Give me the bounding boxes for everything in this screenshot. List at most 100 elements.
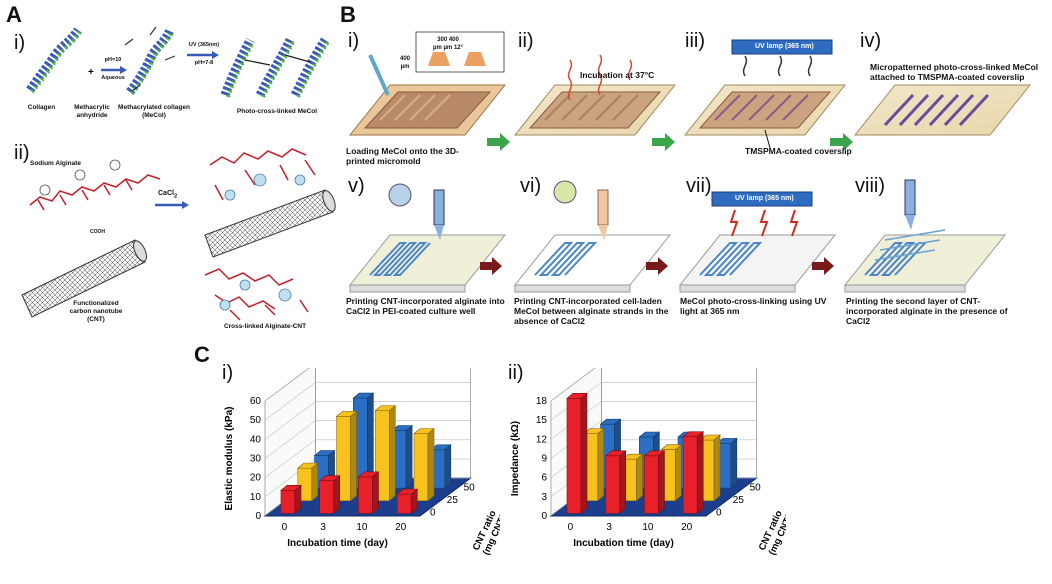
depth-tick-label: 25 bbox=[447, 495, 459, 506]
x-tick-label: 10 bbox=[356, 522, 368, 533]
bar bbox=[280, 484, 302, 514]
bar bbox=[318, 475, 341, 514]
bar-front bbox=[280, 490, 296, 514]
grid-line bbox=[264, 439, 316, 478]
y-tick-label: 30 bbox=[250, 454, 262, 465]
bar-top bbox=[280, 485, 302, 491]
bar-side bbox=[636, 453, 643, 502]
label-sodium-alginate: Sodium Alginate bbox=[30, 160, 82, 167]
y-tick-label: 18 bbox=[536, 396, 548, 407]
label-mecol: Methacrylated collagen (MeCol) bbox=[118, 104, 190, 119]
label-methacrylic-anhydride: Methacrylic anhydride bbox=[74, 104, 110, 119]
bar-top bbox=[357, 471, 380, 478]
x-tick-label: 10 bbox=[642, 522, 654, 533]
bar bbox=[396, 488, 419, 514]
bar-top bbox=[296, 462, 319, 469]
bar-top bbox=[374, 405, 397, 411]
bar-top bbox=[391, 425, 413, 431]
y-tick-label: 50 bbox=[250, 415, 262, 426]
x-tick-label: 0 bbox=[568, 522, 574, 533]
bar-front bbox=[682, 436, 698, 514]
cond-ph10: pH=10 bbox=[104, 57, 122, 63]
bar-side bbox=[444, 444, 452, 489]
y-tick-label: 40 bbox=[250, 434, 262, 445]
b-step-1-label: i) bbox=[348, 30, 360, 52]
grid-line bbox=[264, 368, 310, 402]
b-vii-uv-photo bbox=[678, 191, 837, 293]
x-tick-label: 3 bbox=[320, 522, 326, 533]
bar-front bbox=[644, 455, 659, 514]
label-collagen: Collagen bbox=[27, 104, 56, 111]
bar-side bbox=[580, 392, 588, 514]
bar-top bbox=[313, 450, 336, 456]
bar-top bbox=[352, 392, 375, 399]
panel-letter-a: A bbox=[6, 2, 22, 27]
chart-1-label: i) bbox=[222, 362, 234, 384]
crosslinked-alginate-network bbox=[204, 148, 316, 321]
bar-top bbox=[335, 411, 358, 417]
bar bbox=[429, 444, 452, 489]
arrow-b4 bbox=[480, 257, 502, 275]
x-tick-label: 3 bbox=[606, 522, 612, 533]
y-tick-label: 15 bbox=[536, 415, 548, 426]
b-step-5-caption: Printing CNT-incorporated alginate into … bbox=[346, 296, 505, 316]
b-iii-uv-crosslink bbox=[683, 39, 847, 149]
b-step-7-lamp: UV lamp (365 nm) bbox=[735, 195, 794, 202]
y-axis-label: Impedance (kΩ) bbox=[510, 421, 521, 496]
b-v-print-alginate bbox=[348, 183, 507, 293]
b-step-2-label: ii) bbox=[518, 30, 534, 52]
depth-tick-label: 50 bbox=[464, 482, 476, 493]
b-ii-incubation bbox=[513, 54, 677, 136]
bar bbox=[357, 471, 380, 514]
b-vi-print-mecol bbox=[513, 180, 672, 293]
bar-side bbox=[333, 475, 341, 514]
bar-top bbox=[604, 450, 627, 457]
bar-top bbox=[396, 488, 419, 495]
x-axis-label: Incubation time (day) bbox=[573, 538, 674, 549]
bar-side bbox=[713, 434, 721, 502]
bar-top bbox=[660, 444, 683, 450]
b-step-2-caption: Incubation at 37°C bbox=[580, 70, 655, 80]
bar bbox=[699, 434, 721, 502]
methacrylated-collagen-molecule bbox=[124, 26, 176, 96]
label-functionalized-cnt: Functionalized carbon nanotube (CNT) bbox=[69, 300, 123, 323]
x-axis-label: Incubation time (day) bbox=[287, 538, 388, 549]
b-step-6-caption: Printing CNT-incorporated cell-laden MeC… bbox=[514, 296, 669, 326]
bar bbox=[715, 437, 738, 489]
arrow-b3 bbox=[830, 133, 853, 151]
panel-a-ii-label: ii) bbox=[14, 142, 30, 164]
b-i-micromold bbox=[348, 31, 507, 136]
b-step-4-caption: Micropatterned photo-cross-linked MeCol … bbox=[870, 62, 1039, 82]
panel-letter-c: C bbox=[194, 342, 210, 367]
y-tick-label: 60 bbox=[250, 396, 262, 407]
cond-ph78: pH=7-8 bbox=[194, 60, 214, 66]
bar bbox=[621, 453, 644, 502]
bar-top bbox=[638, 431, 661, 438]
x-tick-label: 20 bbox=[395, 522, 407, 533]
bar-front bbox=[566, 397, 582, 514]
y-tick-label: 0 bbox=[541, 511, 547, 522]
bar bbox=[643, 450, 666, 514]
bar-top bbox=[621, 453, 644, 460]
bar bbox=[682, 430, 705, 514]
bar-top bbox=[413, 428, 435, 434]
cond-aqueous: Aqueous bbox=[101, 75, 125, 81]
bar-side bbox=[597, 427, 605, 502]
y-tick-label: 20 bbox=[250, 473, 262, 484]
b-step-5-label: v) bbox=[348, 175, 365, 197]
bar bbox=[391, 424, 413, 489]
depth-tick-label: 0 bbox=[716, 508, 722, 519]
y-tick-label: 10 bbox=[250, 492, 262, 503]
b-step-3-label: iii) bbox=[685, 30, 705, 52]
b-step-8-caption: Printing the second layer of CNT-incorpo… bbox=[846, 296, 1008, 326]
bar-side bbox=[674, 443, 682, 502]
label-photo-crosslinked: Photo-cross-linked MeCol bbox=[236, 108, 318, 115]
panel-a-i-label: i) bbox=[14, 32, 26, 54]
label-cooh: COOH bbox=[90, 229, 105, 235]
bar-top bbox=[699, 434, 721, 441]
bar bbox=[413, 427, 435, 502]
cond-uv: UV (365nm) bbox=[188, 42, 220, 48]
